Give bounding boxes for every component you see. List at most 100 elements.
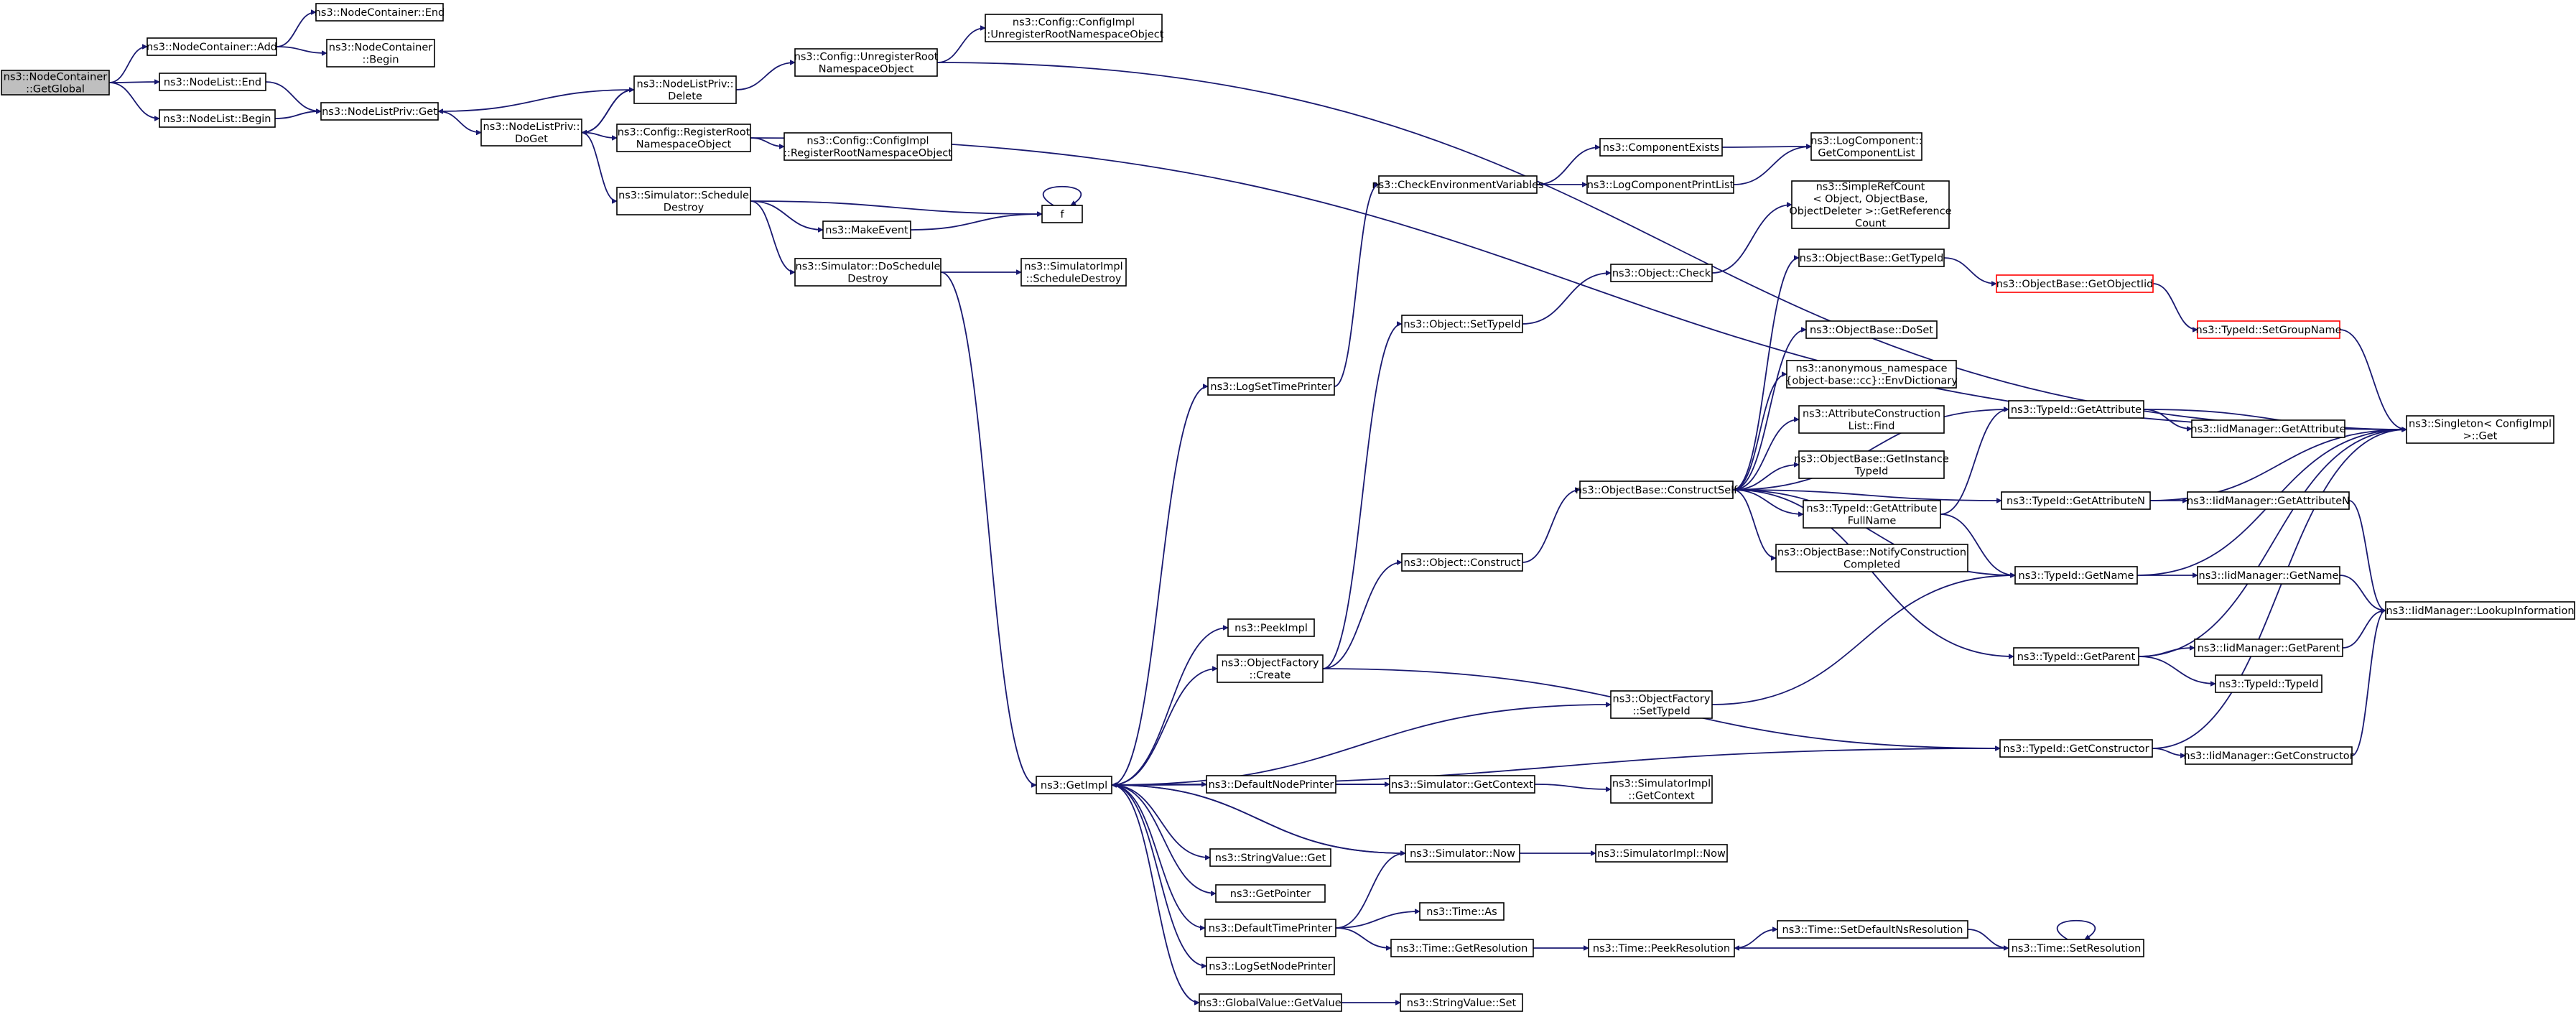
node-box (1798, 405, 1945, 434)
node-getglobal[interactable]: ns3::NodeContainer::GetGlobal (1, 70, 110, 96)
node-f[interactable]: f (1041, 205, 1083, 223)
edge-line (2138, 648, 2195, 657)
node-nc-add[interactable]: ns3::NodeContainer::Add (147, 37, 277, 56)
node-iid-getname[interactable]: ns3::IidManager::GetName (2197, 566, 2340, 585)
node-logcomplist[interactable]: ns3::LogComponent::GetComponentList (1810, 132, 1922, 161)
node-simimpl-sched[interactable]: ns3::SimulatorImpl::ScheduleDestroy (1020, 258, 1127, 287)
node-label: ns3::Time::GetResolution (1397, 943, 1528, 955)
edge-ob-construct-to-ob-doset (1732, 330, 1807, 491)
node-obj-check[interactable]: ns3::Object::Check (1610, 264, 1713, 282)
node-cfgimpl-reg[interactable]: ns3::Config::ConfigImpl::RegisterRootNam… (784, 132, 952, 161)
node-label: ::Create (1250, 670, 1291, 682)
node-deftimeprinter[interactable]: ns3::DefaultTimePrinter (1204, 919, 1336, 937)
node-box (1610, 775, 1713, 804)
node-cfg-unreg[interactable]: ns3::Config::UnregisterRootNamespaceObje… (794, 48, 939, 77)
node-sim-now[interactable]: ns3::Simulator::Now (1405, 844, 1520, 863)
node-label: ns3::ObjectBase::NotifyConstruction (1777, 547, 1966, 559)
node-tid-getattr[interactable]: ns3::TypeId::GetAttribute (2008, 400, 2144, 419)
node-box (1207, 377, 1335, 396)
node-time-getres[interactable]: ns3::Time::GetResolution (1390, 939, 1534, 957)
edge-line (1732, 374, 1787, 491)
node-ob-getobjectiid[interactable]: ns3::ObjectBase::GetObjectIid (1996, 274, 2154, 293)
node-envdict[interactable]: ns3::anonymous_namespace{object-base::cc… (1785, 360, 1958, 389)
node-simplerefcount[interactable]: ns3::SimpleRefCount< Object, ObjectBase,… (1789, 180, 1952, 230)
node-tid-typeid[interactable]: ns3::TypeId::TypeId (2215, 674, 2322, 693)
node-label: ns3::TypeId::GetAttributeN (2007, 496, 2145, 507)
node-tid-getparent[interactable]: ns3::TypeId::GetParent (2013, 647, 2139, 666)
node-box (1036, 776, 1112, 794)
node-box (1209, 848, 1331, 867)
node-cfg-reg[interactable]: ns3::Config::RegisterRootNamespaceObject (616, 124, 751, 152)
node-label: ns3::GlobalValue::GetValue (1199, 998, 1341, 1009)
node-ob-gettypeid[interactable]: ns3::ObjectBase::GetTypeId (1798, 249, 1945, 267)
node-nc-begin[interactable]: ns3::NodeContainer::Begin (326, 39, 435, 68)
edge-ob-getobjectiid-to-tid-setgroup (2152, 283, 2198, 330)
node-singleton[interactable]: ns3::Singleton< ConfigImpl>::Get (2406, 415, 2554, 444)
node-objfactory-settypeid[interactable]: ns3::ObjectFactory::SetTypeId (1610, 690, 1713, 719)
node-logcompprint[interactable]: ns3::LogComponentPrintList (1586, 175, 1734, 194)
node-nl-end[interactable]: ns3::NodeList::End (159, 73, 266, 91)
node-nlp-get[interactable]: ns3::NodeListPriv::Get (320, 102, 439, 121)
node-stringvalue-get[interactable]: ns3::StringValue::Get (1209, 848, 1331, 867)
edge-line (940, 271, 1037, 785)
node-ob-construct[interactable]: ns3::ObjectBase::ConstructSelf (1576, 480, 1738, 499)
node-simimpl-getctx[interactable]: ns3::SimulatorImpl::GetContext (1610, 775, 1713, 804)
node-iid-getctor[interactable]: ns3::IidManager::GetConstructor (2183, 746, 2354, 765)
node-checkenv[interactable]: ns3::CheckEnvironmentVariables (1372, 175, 1544, 194)
node-getimpl[interactable]: ns3::GetImpl (1036, 776, 1112, 794)
node-ob-notify[interactable]: ns3::ObjectBase::NotifyConstructionCompl… (1775, 544, 1968, 572)
edge-obj-construct-to-ob-construct (1522, 490, 1581, 563)
node-iid-getattrn[interactable]: ns3::IidManager::GetAttributeN (2187, 491, 2350, 510)
node-nl-begin[interactable]: ns3::NodeList::Begin (159, 109, 276, 128)
node-nlp-doget[interactable]: ns3::NodeListPriv::DoGet (480, 119, 582, 147)
node-iid-getattr[interactable]: ns3::IidManager::GetAttribute (2190, 419, 2346, 438)
node-tid-getattrn[interactable]: ns3::TypeId::GetAttributeN (2001, 491, 2151, 510)
node-time-setres[interactable]: ns3::Time::SetResolution (2008, 939, 2144, 957)
node-simimpl-now[interactable]: ns3::SimulatorImpl::Now (1595, 844, 1728, 863)
node-logsettime[interactable]: ns3::LogSetTimePrinter (1207, 377, 1335, 396)
node-sim-schedule[interactable]: ns3::Simulator::ScheduleDestroy (616, 187, 751, 215)
edge-line (936, 62, 2407, 429)
node-label: ns3::LogSetNodePrinter (1209, 961, 1332, 972)
node-iid-lookup[interactable]: ns3::IidManager::LookupInformation (2385, 601, 2575, 620)
node-tid-setgroup[interactable]: ns3::TypeId::SetGroupName (2195, 320, 2342, 339)
node-objfactory-create[interactable]: ns3::ObjectFactory::Create (1217, 654, 1324, 683)
node-label: ns3::Time::SetDefaultNsResolution (1782, 924, 1963, 936)
node-time-as[interactable]: ns3::Time::As (1419, 902, 1505, 921)
node-tid-getctor[interactable]: ns3::TypeId::GetConstructor (1999, 739, 2153, 758)
node-box (159, 73, 266, 91)
edge-line (2339, 575, 2386, 610)
node-box (2008, 939, 2144, 957)
node-label: ::ScheduleDestroy (1026, 274, 1122, 285)
node-cfgimpl-unreg[interactable]: ns3::Config::ConfigImpl::UnregisterRootN… (984, 14, 1164, 42)
node-obj-construct[interactable]: ns3::Object::Construct (1401, 553, 1523, 572)
node-gv-getvalue[interactable]: ns3::GlobalValue::GetValue (1199, 993, 1342, 1012)
node-sim-getctx[interactable]: ns3::Simulator::GetContext (1389, 775, 1535, 794)
node-time-peekres[interactable]: ns3::Time::PeekResolution (1588, 939, 1735, 957)
node-iid-getparent[interactable]: ns3::IidManager::GetParent (2194, 638, 2343, 657)
node-tid-getname[interactable]: ns3::TypeId::GetName (2014, 566, 2138, 585)
node-makeevent[interactable]: ns3::MakeEvent (822, 220, 911, 239)
node-nlp-delete[interactable]: ns3::NodeListPriv::Delete (633, 75, 737, 104)
node-box (1215, 884, 1326, 903)
edge-getimpl-to-getpointer (1111, 784, 1216, 893)
node-obj-settypeid[interactable]: ns3::Object::SetTypeId (1401, 315, 1523, 333)
node-logsetnode[interactable]: ns3::LogSetNodePrinter (1206, 957, 1335, 975)
node-compexists[interactable]: ns3::ComponentExists (1599, 138, 1723, 157)
node-box (1798, 450, 1945, 479)
node-stringvalue-set[interactable]: ns3::StringValue::Set (1400, 993, 1523, 1012)
edge-line (1111, 784, 1200, 1003)
node-time-setdefns[interactable]: ns3::Time::SetDefaultNsResolution (1777, 920, 1968, 939)
node-defnodeprinter[interactable]: ns3::DefaultNodePrinter (1206, 775, 1336, 794)
node-ob-doset[interactable]: ns3::ObjectBase::DoSet (1805, 320, 1938, 339)
node-label: ns3::SimulatorImpl (1024, 261, 1122, 273)
node-peekimpl[interactable]: ns3::PeekImpl (1227, 618, 1315, 637)
edge-tid-getattrfull-to-tid-getname (1940, 514, 2015, 575)
node-nc-end[interactable]: ns3::NodeContainer::End (315, 3, 445, 22)
node-getpointer[interactable]: ns3::GetPointer (1215, 884, 1326, 903)
